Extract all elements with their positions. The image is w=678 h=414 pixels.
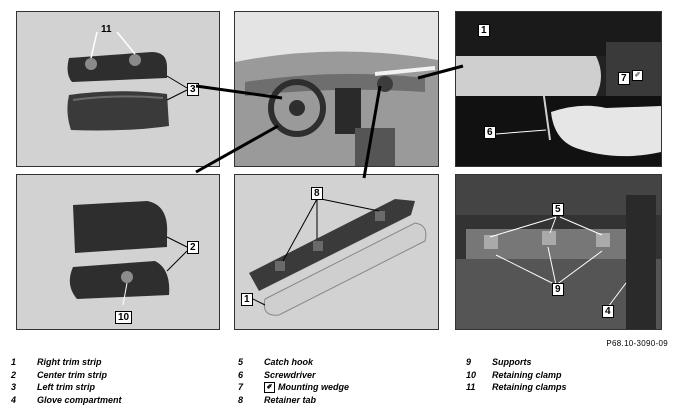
callout-9: 9 xyxy=(552,283,564,296)
panel-retainer-tabs: 8 1 xyxy=(234,174,439,330)
callout-6: 6 xyxy=(484,126,496,139)
cockpit-illustration xyxy=(235,12,438,166)
wedge-tool-icon: ✐ xyxy=(632,70,643,81)
callout-8: 8 xyxy=(311,187,323,200)
panel-cockpit-overview xyxy=(234,11,439,167)
callout-4: 4 xyxy=(602,305,614,318)
figure-reference-code: P68.10-3090-09 xyxy=(606,339,668,348)
center-trim-strip-illustration xyxy=(69,201,188,306)
callout-2: 2 xyxy=(187,241,199,254)
panel-right-trim-strip-removal: 1 7 ✐ 6 xyxy=(455,11,662,167)
callout-11: 11 xyxy=(101,24,112,35)
callout-7: 7 xyxy=(618,72,630,85)
left-trim-strip-illustration xyxy=(67,31,188,131)
callout-1-trim: 1 xyxy=(241,293,253,306)
wedge-tool-icon: ✐ xyxy=(264,381,275,393)
panel-center-trim-strip: 2 10 xyxy=(16,174,220,330)
callout-1: 1 xyxy=(478,24,490,37)
glove-compartment-illustration xyxy=(456,175,661,329)
callout-10: 10 xyxy=(115,311,133,324)
panel-left-trim-strip: 11 3 xyxy=(16,11,220,167)
right-trim-strip-illustration xyxy=(456,12,661,166)
callout-5: 5 xyxy=(552,203,564,216)
panel-glove-compartment: 5 9 4 xyxy=(455,174,662,330)
retainer-tab-illustration xyxy=(248,198,427,316)
callout-3: 3 xyxy=(187,83,199,96)
legend-item: 7✐Mounting wedge xyxy=(238,381,349,393)
